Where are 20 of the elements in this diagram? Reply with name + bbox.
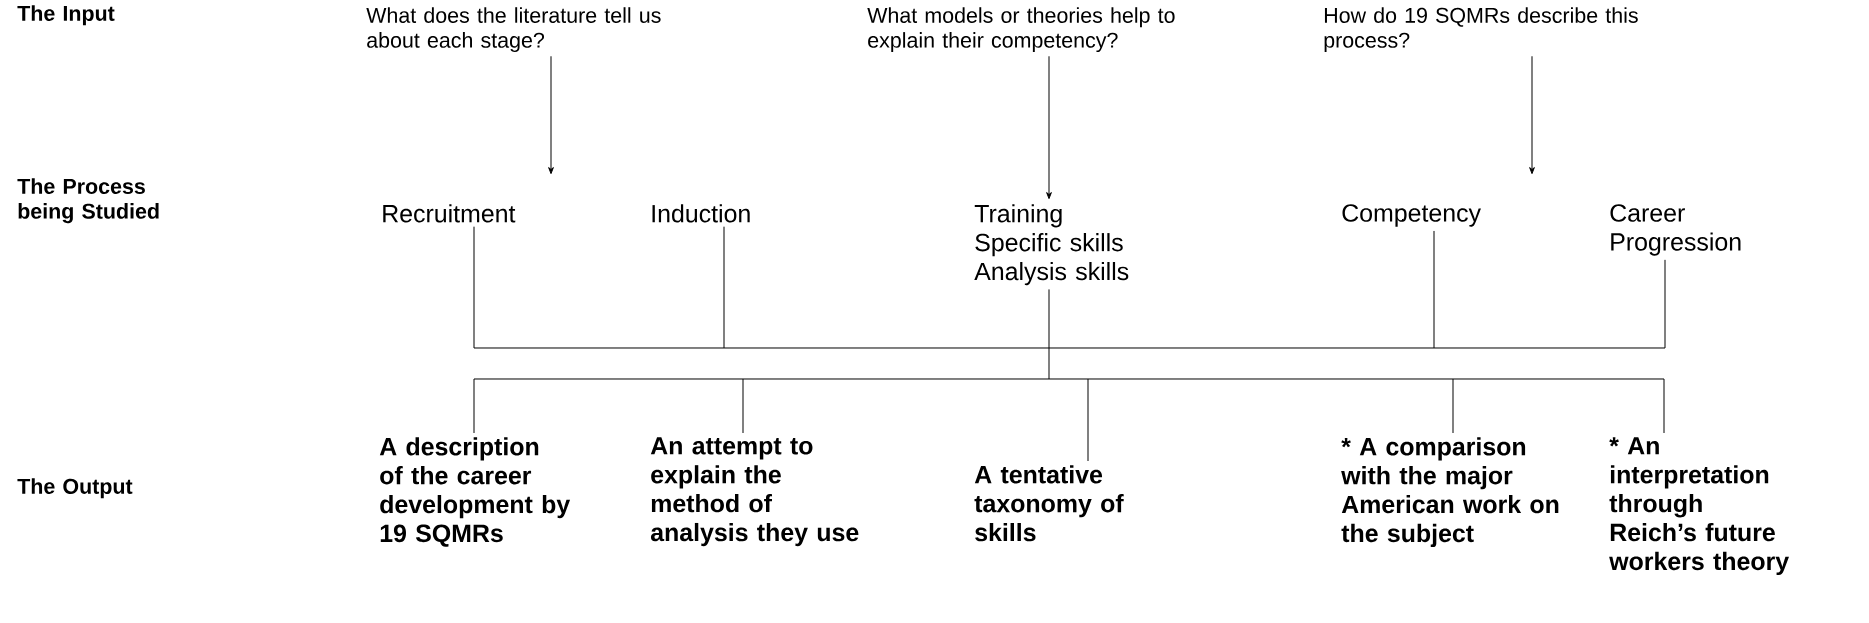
stage-text: Recruitment <box>383 204 516 223</box>
question-text: What does the literature tell us about each stage? <box>366 7 661 53</box>
stage-text: Career Progression <box>1610 204 1741 256</box>
row-label: The Process being Studied <box>17 178 159 224</box>
question-text: What models or theories help to explain their competency? <box>867 7 1175 53</box>
output-text: A description of the career development by 19 SQMRs <box>379 437 571 547</box>
row-label: The Input <box>17 5 115 26</box>
arrow <box>1046 55 1052 200</box>
output-text: A tentative taxonomy of skills <box>974 465 1124 542</box>
output-text: * A comparison with the major American work on the subject <box>1341 437 1559 548</box>
row-label: The Output <box>17 478 133 499</box>
output-text: * An interpretation through Reich’s future workers theory <box>1609 437 1789 576</box>
stage-text: Competency <box>1342 204 1481 227</box>
stage-text: Training Specific skills Analysis skills <box>974 204 1129 286</box>
question-text: How do 19 SQMRs describe this process? <box>1324 7 1638 53</box>
connector-tree <box>473 226 1666 462</box>
output-text: An attempt to explain the method of analysis they use <box>650 437 859 547</box>
arrow <box>1529 55 1535 175</box>
stage-text: Induction <box>652 204 750 223</box>
arrow <box>548 55 554 175</box>
